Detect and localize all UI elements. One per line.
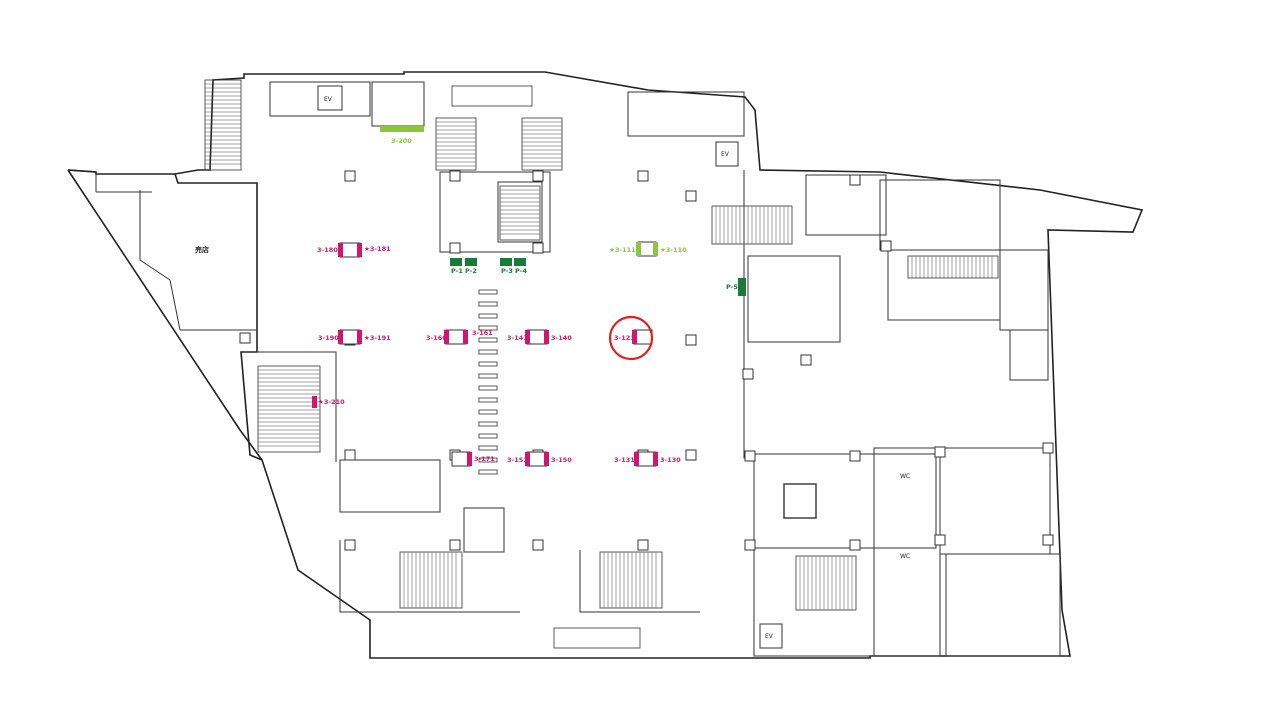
walkway-step xyxy=(478,361,498,367)
pillar xyxy=(344,170,356,182)
building-outline xyxy=(67,71,1144,659)
pillar xyxy=(239,332,251,344)
booth-b16 xyxy=(636,241,658,257)
booth-label-b13: 3-150 xyxy=(551,456,572,464)
wc-label-2: WC xyxy=(900,553,910,560)
highlight-circle xyxy=(608,315,654,361)
booth-label-b11: 3-171 xyxy=(474,455,495,463)
booth-label-b14: 3-131 xyxy=(614,456,635,464)
pillar xyxy=(449,539,461,551)
p1-label: P-1 xyxy=(451,267,463,275)
booth-b12 xyxy=(525,451,549,467)
booth-b10 xyxy=(312,396,317,408)
pillar xyxy=(637,170,649,182)
booths xyxy=(312,241,658,467)
booth-label-b7: 3-141 xyxy=(507,334,528,342)
walkway-step xyxy=(478,325,498,331)
walkway-step xyxy=(478,421,498,427)
room-labels: EV EV EV 売店 WC WC xyxy=(195,96,910,640)
pillar xyxy=(344,449,356,461)
pillar xyxy=(744,450,756,462)
booth-b1 xyxy=(338,242,362,258)
booth-label-b1: 3-180 xyxy=(317,246,338,254)
ev-label-bottom: EV xyxy=(765,633,774,640)
walkway-step xyxy=(478,433,498,439)
pillars xyxy=(239,170,1054,551)
walkway-step xyxy=(478,385,498,391)
pillar xyxy=(742,368,754,380)
booth-label-b3: 3-190 xyxy=(318,334,339,342)
wc-label-1: WC xyxy=(900,473,910,480)
booth-label-b9: 3-121 xyxy=(614,334,635,342)
pillar xyxy=(532,539,544,551)
pillar xyxy=(849,174,861,186)
area-labels: 3-200 P-1 P-2 P-3 P-4 P-5 xyxy=(391,137,738,291)
pillar xyxy=(934,534,946,546)
booth-label-b5: 3-160 xyxy=(426,334,447,342)
booth-label-b8: 3-140 xyxy=(551,334,572,342)
walkway-step xyxy=(478,373,498,379)
pillar xyxy=(685,334,697,346)
walkway-step xyxy=(478,289,498,295)
walkway-step xyxy=(478,469,498,475)
booth-label-b12: 3-151 xyxy=(507,456,528,464)
ev-label-top-right: EV xyxy=(721,151,730,158)
booth-label-b2: ★3-181 xyxy=(364,245,391,253)
walkway-step xyxy=(478,457,498,463)
inner-walls xyxy=(139,81,1061,657)
pillar xyxy=(532,242,544,254)
booth-b7 xyxy=(525,329,549,345)
booth-labels: 3-180 ★3-181 3-190 ★3-191 3-160 3-161 3-… xyxy=(317,245,687,464)
booth-label-b6: 3-161 xyxy=(472,329,493,337)
walkway-step xyxy=(478,409,498,415)
stairs xyxy=(204,79,999,649)
booth-b5 xyxy=(444,329,468,345)
shop-label: 売店 xyxy=(195,245,209,254)
pillar xyxy=(1042,442,1054,454)
booth-b14 xyxy=(634,451,658,467)
walkway-step xyxy=(478,337,498,343)
booth-b9 xyxy=(632,329,653,345)
pillar xyxy=(449,242,461,254)
p3-label: P-3 xyxy=(501,267,513,275)
booth-label-b4: ★3-191 xyxy=(364,334,391,342)
area-200-label: 3-200 xyxy=(391,137,412,145)
booth-b11 xyxy=(451,451,472,467)
elevators xyxy=(317,85,783,649)
booth-label-b10: ★3-210 xyxy=(318,398,345,406)
walkway-step xyxy=(478,313,498,319)
ev-label-top-left: EV xyxy=(324,96,333,103)
pillar xyxy=(685,190,697,202)
center-walkway xyxy=(478,289,498,475)
pillar xyxy=(637,539,649,551)
pillar xyxy=(744,539,756,551)
walkway-step xyxy=(478,301,498,307)
p-markers xyxy=(380,126,746,296)
pillar xyxy=(849,450,861,462)
booth-label-b15: 3-130 xyxy=(660,456,681,464)
booth-label-b16: ★3-111 xyxy=(609,246,636,254)
pillar xyxy=(880,240,892,252)
pillar xyxy=(800,354,812,366)
p2-label: P-2 xyxy=(465,267,477,275)
pillar xyxy=(1042,534,1054,546)
walkway-step xyxy=(478,445,498,451)
p5-label: P-5 xyxy=(726,283,738,291)
pillar xyxy=(449,170,461,182)
p4-label: P-4 xyxy=(515,267,527,275)
pillar xyxy=(849,539,861,551)
walkway-step xyxy=(478,349,498,355)
pillar xyxy=(934,446,946,458)
booth-label-b17: ★3-110 xyxy=(660,246,687,254)
pillar xyxy=(685,449,697,461)
pillar xyxy=(344,539,356,551)
booth-b3 xyxy=(338,329,362,345)
pillar xyxy=(532,170,544,182)
walkway-step xyxy=(478,397,498,403)
